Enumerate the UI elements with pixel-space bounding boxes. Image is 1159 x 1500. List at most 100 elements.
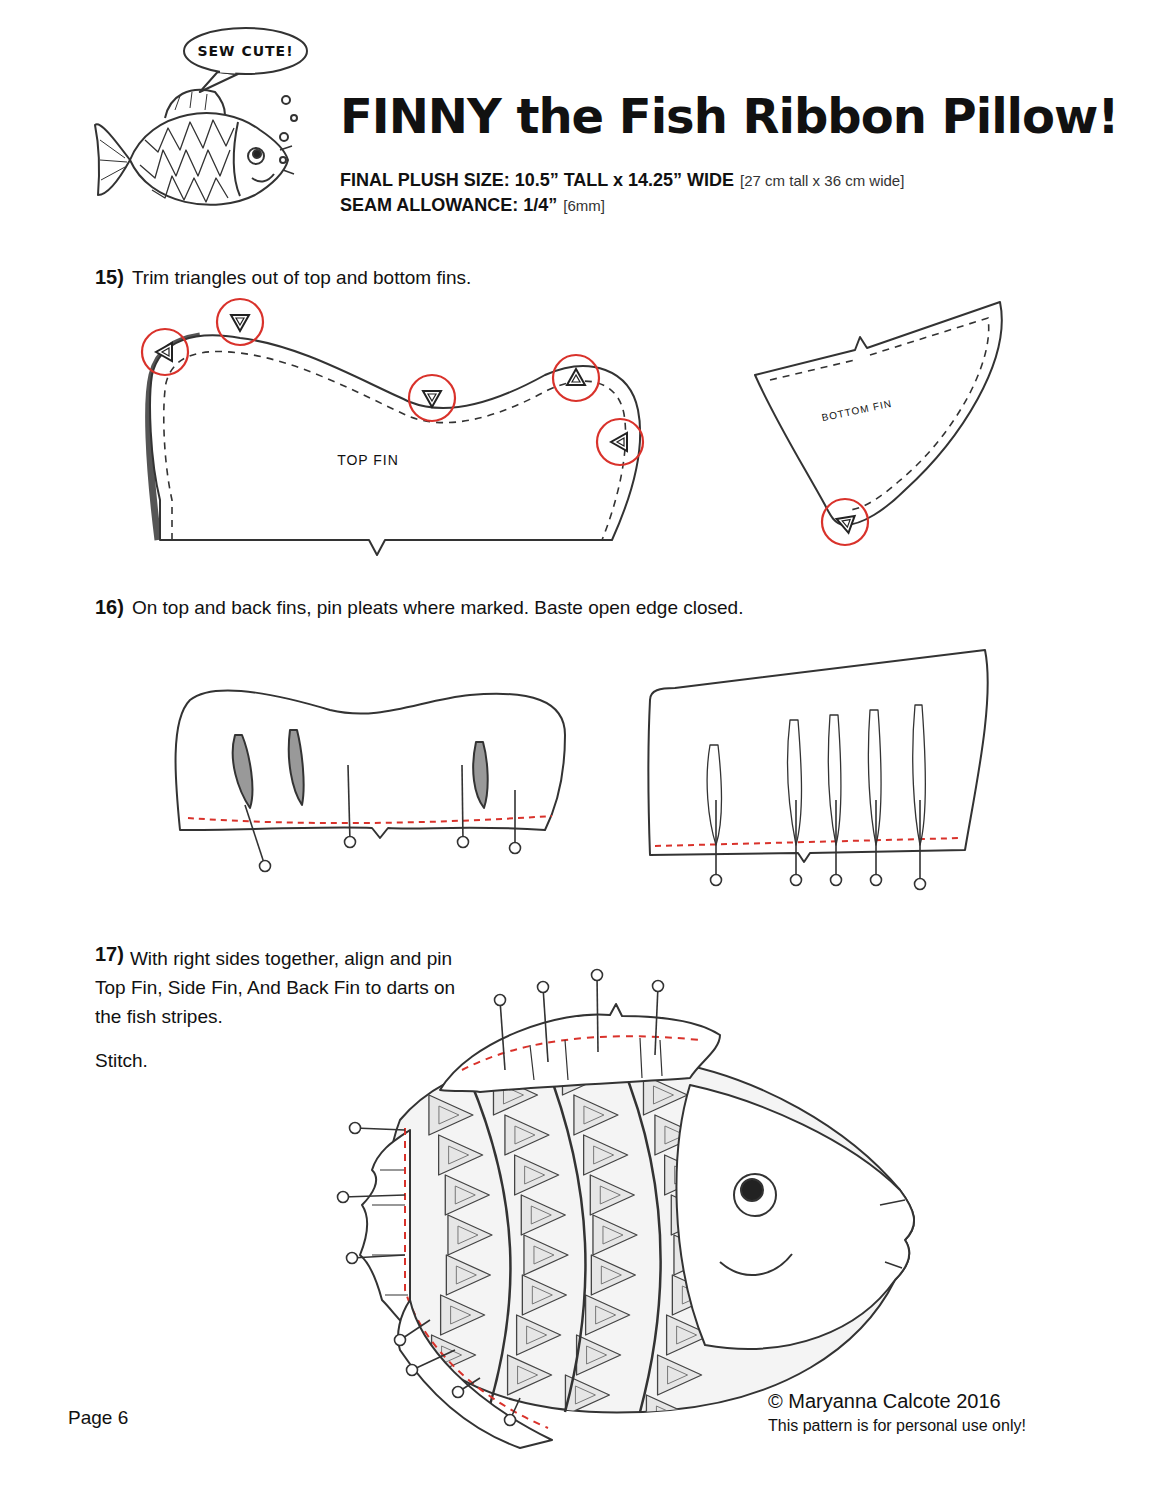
- label-text: Trim triangles out of top and bottom fin…: [132, 267, 471, 289]
- scale-triangle: [517, 1315, 561, 1355]
- red-callout-circle: [822, 499, 868, 545]
- label-text: This pattern is for personal use only!: [768, 1417, 1026, 1435]
- cut-triangle: [611, 433, 627, 451]
- scale-detail: [584, 1106, 604, 1124]
- scale-triangle: [521, 1195, 565, 1235]
- scale-triangle: [439, 1135, 483, 1175]
- step-16-drawing-part: [707, 745, 721, 845]
- cut-triangle-inner: [572, 375, 580, 382]
- step-17-drawing-part: [398, 1300, 552, 1448]
- pin-head: [260, 861, 271, 872]
- bubble-outline: [184, 28, 307, 74]
- cut-triangle-inner: [428, 394, 436, 401]
- small-fish-part: [248, 148, 264, 164]
- scale-triangle: [445, 1175, 489, 1215]
- fin-outline: [150, 335, 640, 555]
- step-17-drawing-part: [470, 1060, 660, 1412]
- fin-shape: [150, 335, 640, 555]
- small-fish-part: [252, 174, 274, 181]
- pin-shaft: [835, 800, 837, 880]
- step-17-drawing-part: [386, 1053, 914, 1413]
- pin-head: [458, 837, 469, 848]
- pin-head: [538, 982, 549, 993]
- bubble-join: [220, 71, 235, 72]
- pin-head: [347, 1253, 358, 1264]
- pin-head: [338, 1192, 349, 1203]
- small-fish-part: [140, 150, 230, 178]
- small-fish-part: [95, 124, 130, 195]
- small-fish-part: [234, 122, 240, 196]
- top-fin-piece-outline: [130, 295, 670, 565]
- step-16-drawing-part: [289, 730, 304, 805]
- step-17-drawing-part: [741, 1179, 763, 1201]
- scale-detail: [594, 1146, 614, 1164]
- scale-detail: [439, 1106, 459, 1124]
- scale-detail: [451, 1306, 471, 1324]
- pin-shaft: [597, 975, 598, 1052]
- pin-head: [345, 837, 356, 848]
- pin-shaft: [655, 986, 658, 1055]
- top-fin-piece: TOP FIN: [130, 295, 670, 565]
- pin-head: [871, 875, 882, 886]
- step-17-drawing-part: [734, 1174, 776, 1216]
- scale-detail: [449, 1146, 469, 1164]
- step-17-drawing-part: [372, 1170, 408, 1295]
- step-16-drawing-part: [233, 735, 253, 808]
- step-16-drawing-part: [788, 720, 802, 845]
- seam-line: [770, 318, 989, 510]
- small-fish-part: [175, 92, 207, 110]
- step-16-drawing-part: [828, 715, 841, 845]
- scale-triangle: [584, 1135, 628, 1175]
- step-16-drawing-part: [176, 690, 565, 838]
- scale-detail: [525, 1166, 545, 1184]
- scale-detail: [531, 1206, 551, 1224]
- cut-triangle-inner: [236, 318, 244, 325]
- step-16-drawing-part: [649, 650, 988, 862]
- label-text: With right sides together, align and pin…: [95, 944, 460, 1031]
- fin-outline: [755, 302, 1002, 525]
- label-text: On top and back fins, pin pleats where m…: [132, 597, 744, 619]
- scale-detail: [603, 1226, 623, 1244]
- label-text: 17): [95, 943, 124, 966]
- cut-triangle-outer: [567, 369, 585, 385]
- cut-triangle-outer: [611, 433, 627, 451]
- cut-triangle-inner: [841, 517, 850, 527]
- scale-triangle: [574, 1095, 618, 1135]
- scale-detail: [656, 1406, 676, 1424]
- pin-shaft: [919, 800, 921, 884]
- fish-scales: [417, 1055, 717, 1435]
- scale-triangle: [658, 1355, 702, 1395]
- small-fish-part: [280, 133, 288, 141]
- step-16-drawing-part: [655, 838, 962, 846]
- scale-detail: [600, 1186, 620, 1204]
- pin-shaft: [795, 800, 797, 880]
- pin-shaft: [343, 1195, 405, 1197]
- pin-head: [831, 875, 842, 886]
- step-16-drawing-part: [188, 816, 552, 823]
- label-text: 15): [95, 266, 124, 289]
- cut-triangle: [833, 510, 854, 532]
- step-16-drawing-part: [473, 742, 488, 808]
- pin-head: [653, 981, 664, 992]
- pins: [245, 765, 926, 1426]
- scale-triangle: [593, 1215, 637, 1255]
- small-fish-part: [253, 150, 261, 158]
- pin-head: [495, 995, 506, 1006]
- cut-triangle: [423, 391, 441, 407]
- scale-triangle: [524, 1235, 568, 1275]
- pin-head: [510, 843, 521, 854]
- pin-shaft: [412, 1350, 455, 1370]
- pin-head: [711, 875, 722, 886]
- scale-detail: [527, 1326, 547, 1344]
- pin-shaft: [514, 790, 516, 848]
- scale-detail: [596, 1306, 616, 1324]
- cut-triangle-outer: [231, 315, 249, 331]
- scale-triangle: [646, 1395, 690, 1435]
- speech-bubble: SEW CUTE!: [182, 26, 309, 76]
- bottom-fin-piece-outline: [740, 290, 1015, 550]
- red-callouts: [142, 299, 868, 545]
- scale-triangle: [591, 1255, 635, 1295]
- small-fish: [95, 90, 297, 205]
- pin-shaft: [462, 765, 463, 842]
